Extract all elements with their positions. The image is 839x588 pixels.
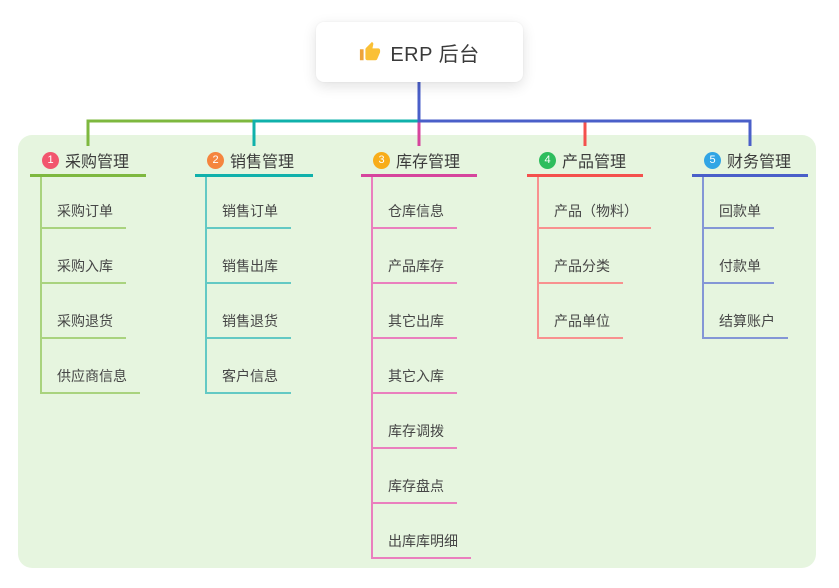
- child-node-label: 库存调拨: [388, 423, 444, 439]
- child-row: 销售出库: [195, 229, 313, 284]
- branch-title-label: 库存管理: [396, 154, 461, 171]
- child-row: 采购入库: [30, 229, 146, 284]
- branch-vertical-line: [205, 177, 207, 394]
- child-row: 产品单位: [527, 284, 643, 339]
- branch-title[interactable]: 3 库存管理: [361, 146, 477, 177]
- child-node-label: 其它出库: [388, 313, 444, 329]
- branch-vertical-line: [40, 177, 42, 394]
- branch-children: 回款单付款单结算账户: [692, 174, 808, 339]
- child-node-label: 销售订单: [222, 203, 278, 219]
- child-node-label: 其它入库: [388, 368, 444, 384]
- branch-title-label: 财务管理: [727, 154, 792, 171]
- child-row: 产品分类: [527, 229, 643, 284]
- child-node-label: 产品（物料）: [554, 203, 638, 219]
- child-node-label: 仓库信息: [388, 203, 444, 219]
- child-row: 库存盘点: [361, 449, 477, 504]
- child-node[interactable]: 出库库明细: [371, 531, 471, 559]
- child-row: 产品（物料）: [527, 174, 651, 229]
- child-node[interactable]: 采购退货: [40, 311, 126, 339]
- child-node-label: 销售出库: [222, 258, 278, 274]
- branch-title-label: 销售管理: [230, 154, 295, 171]
- child-node-label: 采购订单: [57, 203, 113, 219]
- branch-children: 采购订单采购入库采购退货供应商信息: [30, 174, 146, 394]
- child-node[interactable]: 付款单: [702, 256, 774, 284]
- child-node[interactable]: 产品单位: [537, 311, 623, 339]
- child-node-label: 库存盘点: [388, 478, 444, 494]
- child-node-label: 产品库存: [388, 258, 444, 274]
- child-node-label: 出库库明细: [388, 533, 458, 549]
- child-node[interactable]: 产品库存: [371, 256, 457, 284]
- branch-children: 产品（物料） 产品分类产品单位: [527, 174, 651, 339]
- child-node[interactable]: 销售出库: [205, 256, 291, 284]
- branch-vertical-line: [371, 177, 373, 559]
- branch-children: 销售订单销售出库销售退货客户信息: [195, 174, 313, 394]
- child-row: 出库库明细: [361, 504, 477, 559]
- child-row: 付款单: [692, 229, 808, 284]
- branch-4: 4 产品管理产品（物料） 产品分类产品单位: [527, 146, 651, 339]
- child-node[interactable]: 回款单: [702, 201, 774, 229]
- child-node-label: 供应商信息: [57, 368, 127, 384]
- branch-title-label: 采购管理: [65, 154, 130, 171]
- branch-number-badge: 3: [373, 151, 390, 169]
- child-node[interactable]: 库存调拨: [371, 421, 457, 449]
- child-row: 采购退货: [30, 284, 146, 339]
- child-row: 其它入库: [361, 339, 477, 394]
- child-node[interactable]: 仓库信息: [371, 201, 457, 229]
- branch-vertical-line: [702, 177, 704, 339]
- child-row: 产品库存: [361, 229, 477, 284]
- branches-panel: [18, 135, 816, 568]
- child-node[interactable]: 客户信息: [205, 366, 291, 394]
- branch-vertical-line: [537, 177, 539, 339]
- child-node-label: 产品分类: [554, 258, 610, 274]
- child-node[interactable]: 销售订单: [205, 201, 291, 229]
- branch-number-badge: 4: [539, 151, 556, 169]
- child-row: 销售退货: [195, 284, 313, 339]
- branch-2: 2 销售管理销售订单销售出库销售退货客户信息: [195, 146, 313, 394]
- child-node-label: 销售退货: [222, 313, 278, 329]
- child-node[interactable]: 采购订单: [40, 201, 126, 229]
- child-node[interactable]: 产品分类: [537, 256, 623, 284]
- child-node-label: 采购退货: [57, 313, 113, 329]
- child-row: 结算账户: [692, 284, 808, 339]
- child-node-label: 回款单: [719, 203, 761, 219]
- thumbs-up-icon: [359, 41, 381, 63]
- child-node-label: 采购入库: [57, 258, 113, 274]
- child-node-label: 结算账户: [719, 313, 775, 329]
- branch-number-badge: 5: [704, 151, 721, 169]
- child-node-label: 产品单位: [554, 313, 610, 329]
- branch-5: 5 财务管理回款单付款单结算账户: [692, 146, 808, 339]
- branch-1: 1 采购管理采购订单采购入库采购退货供应商信息: [30, 146, 146, 394]
- child-row: 销售订单: [195, 174, 313, 229]
- child-row: 客户信息: [195, 339, 313, 394]
- branch-title[interactable]: 5 财务管理: [692, 146, 808, 177]
- branch-3: 3 库存管理仓库信息产品库存其它出库其它入库库存调拨库存盘点出库库明细: [361, 146, 477, 559]
- branch-title[interactable]: 4 产品管理: [527, 146, 643, 177]
- branch-title[interactable]: 2 销售管理: [195, 146, 313, 177]
- branch-title[interactable]: 1 采购管理: [30, 146, 146, 177]
- child-node[interactable]: 其它出库: [371, 311, 457, 339]
- root-title: ERP 后台: [390, 43, 480, 66]
- root-node[interactable]: ERP 后台: [316, 22, 523, 82]
- branch-title-label: 产品管理: [562, 154, 627, 171]
- child-node[interactable]: 其它入库: [371, 366, 457, 394]
- child-row: 仓库信息: [361, 174, 477, 229]
- branch-number-badge: 1: [42, 151, 59, 169]
- branch-number-badge: 2: [207, 151, 224, 169]
- child-node-label: 付款单: [719, 258, 761, 274]
- child-node[interactable]: 库存盘点: [371, 476, 457, 504]
- child-node[interactable]: 采购入库: [40, 256, 126, 284]
- child-node[interactable]: 产品（物料）: [537, 201, 651, 229]
- child-node-label: 客户信息: [222, 368, 278, 384]
- child-row: 库存调拨: [361, 394, 477, 449]
- child-row: 其它出库: [361, 284, 477, 339]
- child-row: 采购订单: [30, 174, 146, 229]
- branch-children: 仓库信息产品库存其它出库其它入库库存调拨库存盘点出库库明细: [361, 174, 477, 559]
- child-node[interactable]: 销售退货: [205, 311, 291, 339]
- child-node[interactable]: 结算账户: [702, 311, 788, 339]
- child-row: 回款单: [692, 174, 808, 229]
- child-node[interactable]: 供应商信息: [40, 366, 140, 394]
- child-row: 供应商信息: [30, 339, 146, 394]
